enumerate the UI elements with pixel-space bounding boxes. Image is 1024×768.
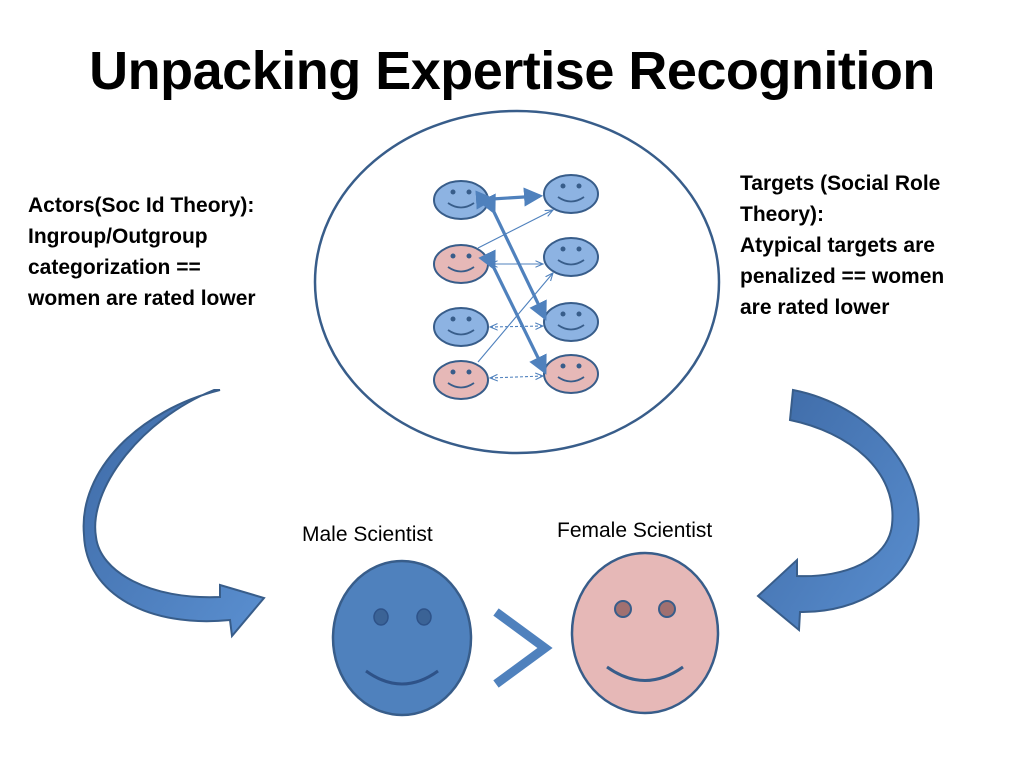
targets-line: penalized == women [740,265,945,288]
targets-line: are rated lower [740,296,890,319]
small-female-face-icon [433,360,489,400]
outgroup-arrows [477,210,553,378]
male-scientist-label: Male Scientist [302,523,433,546]
actors-line: Ingroup/Outgroup [28,225,208,248]
female-scientist-face-icon [570,551,720,715]
page-title: Unpacking Expertise Recognition [89,41,935,101]
actors-line: categorization == [28,256,201,279]
targets-line: Targets (Social Role [740,172,941,195]
targets-description: Targets (Social Role Theory): Atypical t… [740,168,944,323]
left-curved-arrow [82,389,266,639]
ingroup-arrows [475,187,547,375]
targets-line: Atypical targets are [740,234,935,257]
small-male-face-icon [543,237,599,277]
interaction-circle [313,109,721,455]
small-male-face-icon [543,302,599,342]
small-male-face-icon [433,307,489,347]
female-scientist-label: Female Scientist [557,519,713,542]
small-male-face-icon [433,180,489,220]
small-male-face-icon [543,174,599,214]
small-female-face-icon [433,244,489,284]
small-female-face-icon [543,354,599,394]
actors-description: Actors(Soc Id Theory): Ingroup/Outgroup … [28,190,256,314]
male-scientist-face-icon [331,559,473,717]
actors-line: women are rated lower [28,287,256,310]
actors-line: Actors(Soc Id Theory): [28,194,255,217]
right-curved-arrow [756,388,920,633]
greater-than-symbol [493,608,553,688]
targets-line: Theory): [740,203,824,226]
